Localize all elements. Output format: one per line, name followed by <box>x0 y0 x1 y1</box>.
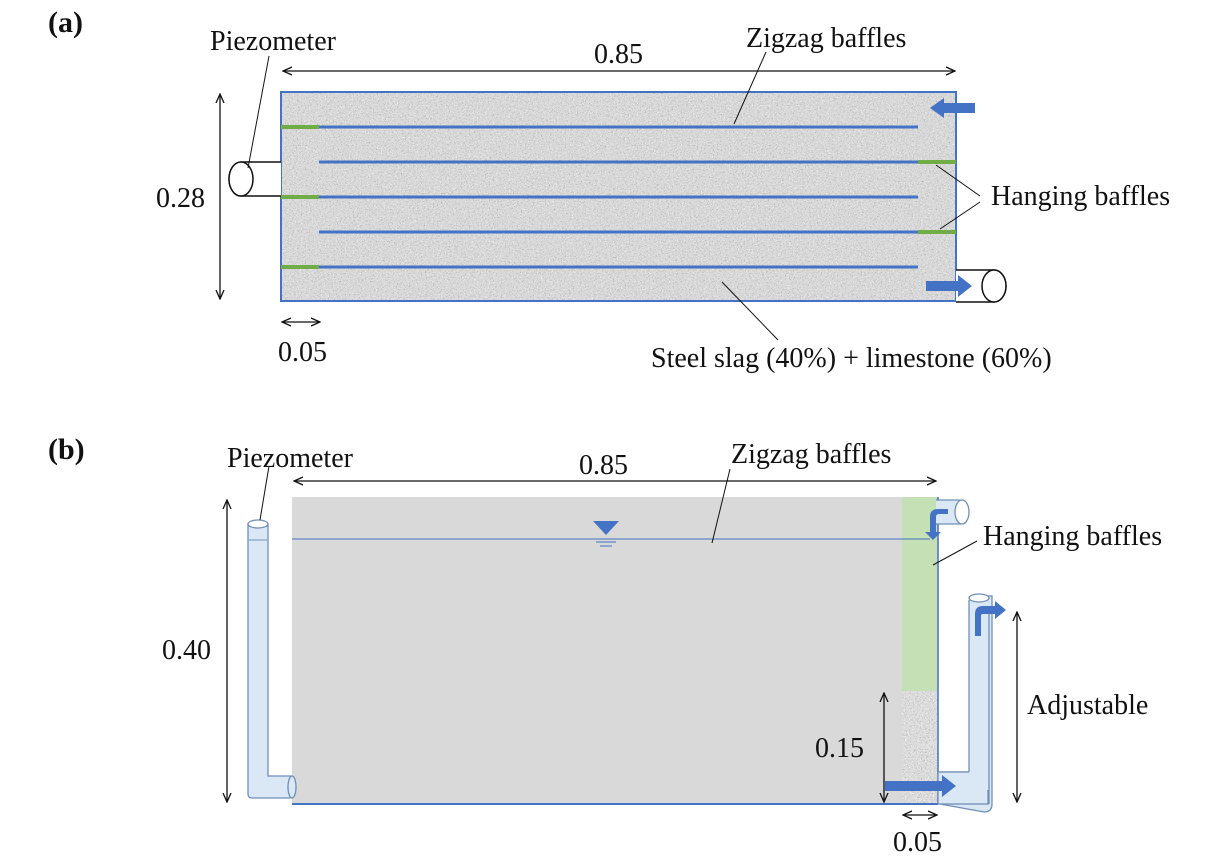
hanging-label-a: Hanging baffles <box>991 181 1170 212</box>
hanging-leader-a2 <box>939 201 981 230</box>
media-height-label-b: 0.15 <box>815 733 864 764</box>
length-label-b: 0.85 <box>579 450 628 481</box>
piezometer-leader-a <box>247 55 270 169</box>
inlet-arrow-icon <box>925 509 948 540</box>
piezometer-pipe-a <box>228 161 281 197</box>
media-label-a: Steel slag (40%) + limestone (60%) <box>651 343 1052 374</box>
height-label-b: 0.40 <box>162 635 211 666</box>
zigzag-label-b: Zigzag baffles <box>731 439 891 470</box>
piezometer-tube-b <box>247 519 297 799</box>
hanging-baffles <box>281 125 956 269</box>
outlet-arrow-icon <box>975 601 1006 636</box>
inlet-pipe-b <box>925 499 970 540</box>
media-leader-a <box>721 281 779 341</box>
piezometer-label-a: Piezometer <box>210 26 337 57</box>
panel-b-section-view <box>227 465 1017 815</box>
outflow-pipe-a <box>926 269 1007 303</box>
spacing-label-b: 0.05 <box>893 827 942 858</box>
hanging-leader-b <box>932 540 978 566</box>
adjustable-label: Adjustable <box>1027 690 1148 721</box>
panel-a-label: (a) <box>48 6 83 39</box>
outflow-arrow-icon <box>926 275 972 297</box>
piezometer-leader-b <box>259 465 270 521</box>
panel-a-plan-view <box>220 51 1007 341</box>
adjustable-outlet-pipe <box>885 593 1006 813</box>
hanging-leader-a1 <box>935 164 981 197</box>
zigzag-leader-b <box>711 468 731 544</box>
water-level-icon <box>593 521 619 547</box>
flow-arrow-icon <box>885 775 956 797</box>
panel-b-label: (b) <box>48 433 85 466</box>
hanging-label-b: Hanging baffles <box>983 521 1162 552</box>
spacing-label-a: 0.05 <box>278 337 327 368</box>
length-label-a: 0.85 <box>594 39 643 70</box>
width-label-a: 0.28 <box>156 183 205 214</box>
zigzag-label-a: Zigzag baffles <box>746 23 906 54</box>
zigzag-baffles <box>281 125 956 269</box>
piezometer-label-b: Piezometer <box>227 443 354 474</box>
zigzag-leader-a <box>733 51 767 125</box>
inflow-arrow-icon <box>930 98 975 118</box>
water-zone <box>292 497 902 804</box>
